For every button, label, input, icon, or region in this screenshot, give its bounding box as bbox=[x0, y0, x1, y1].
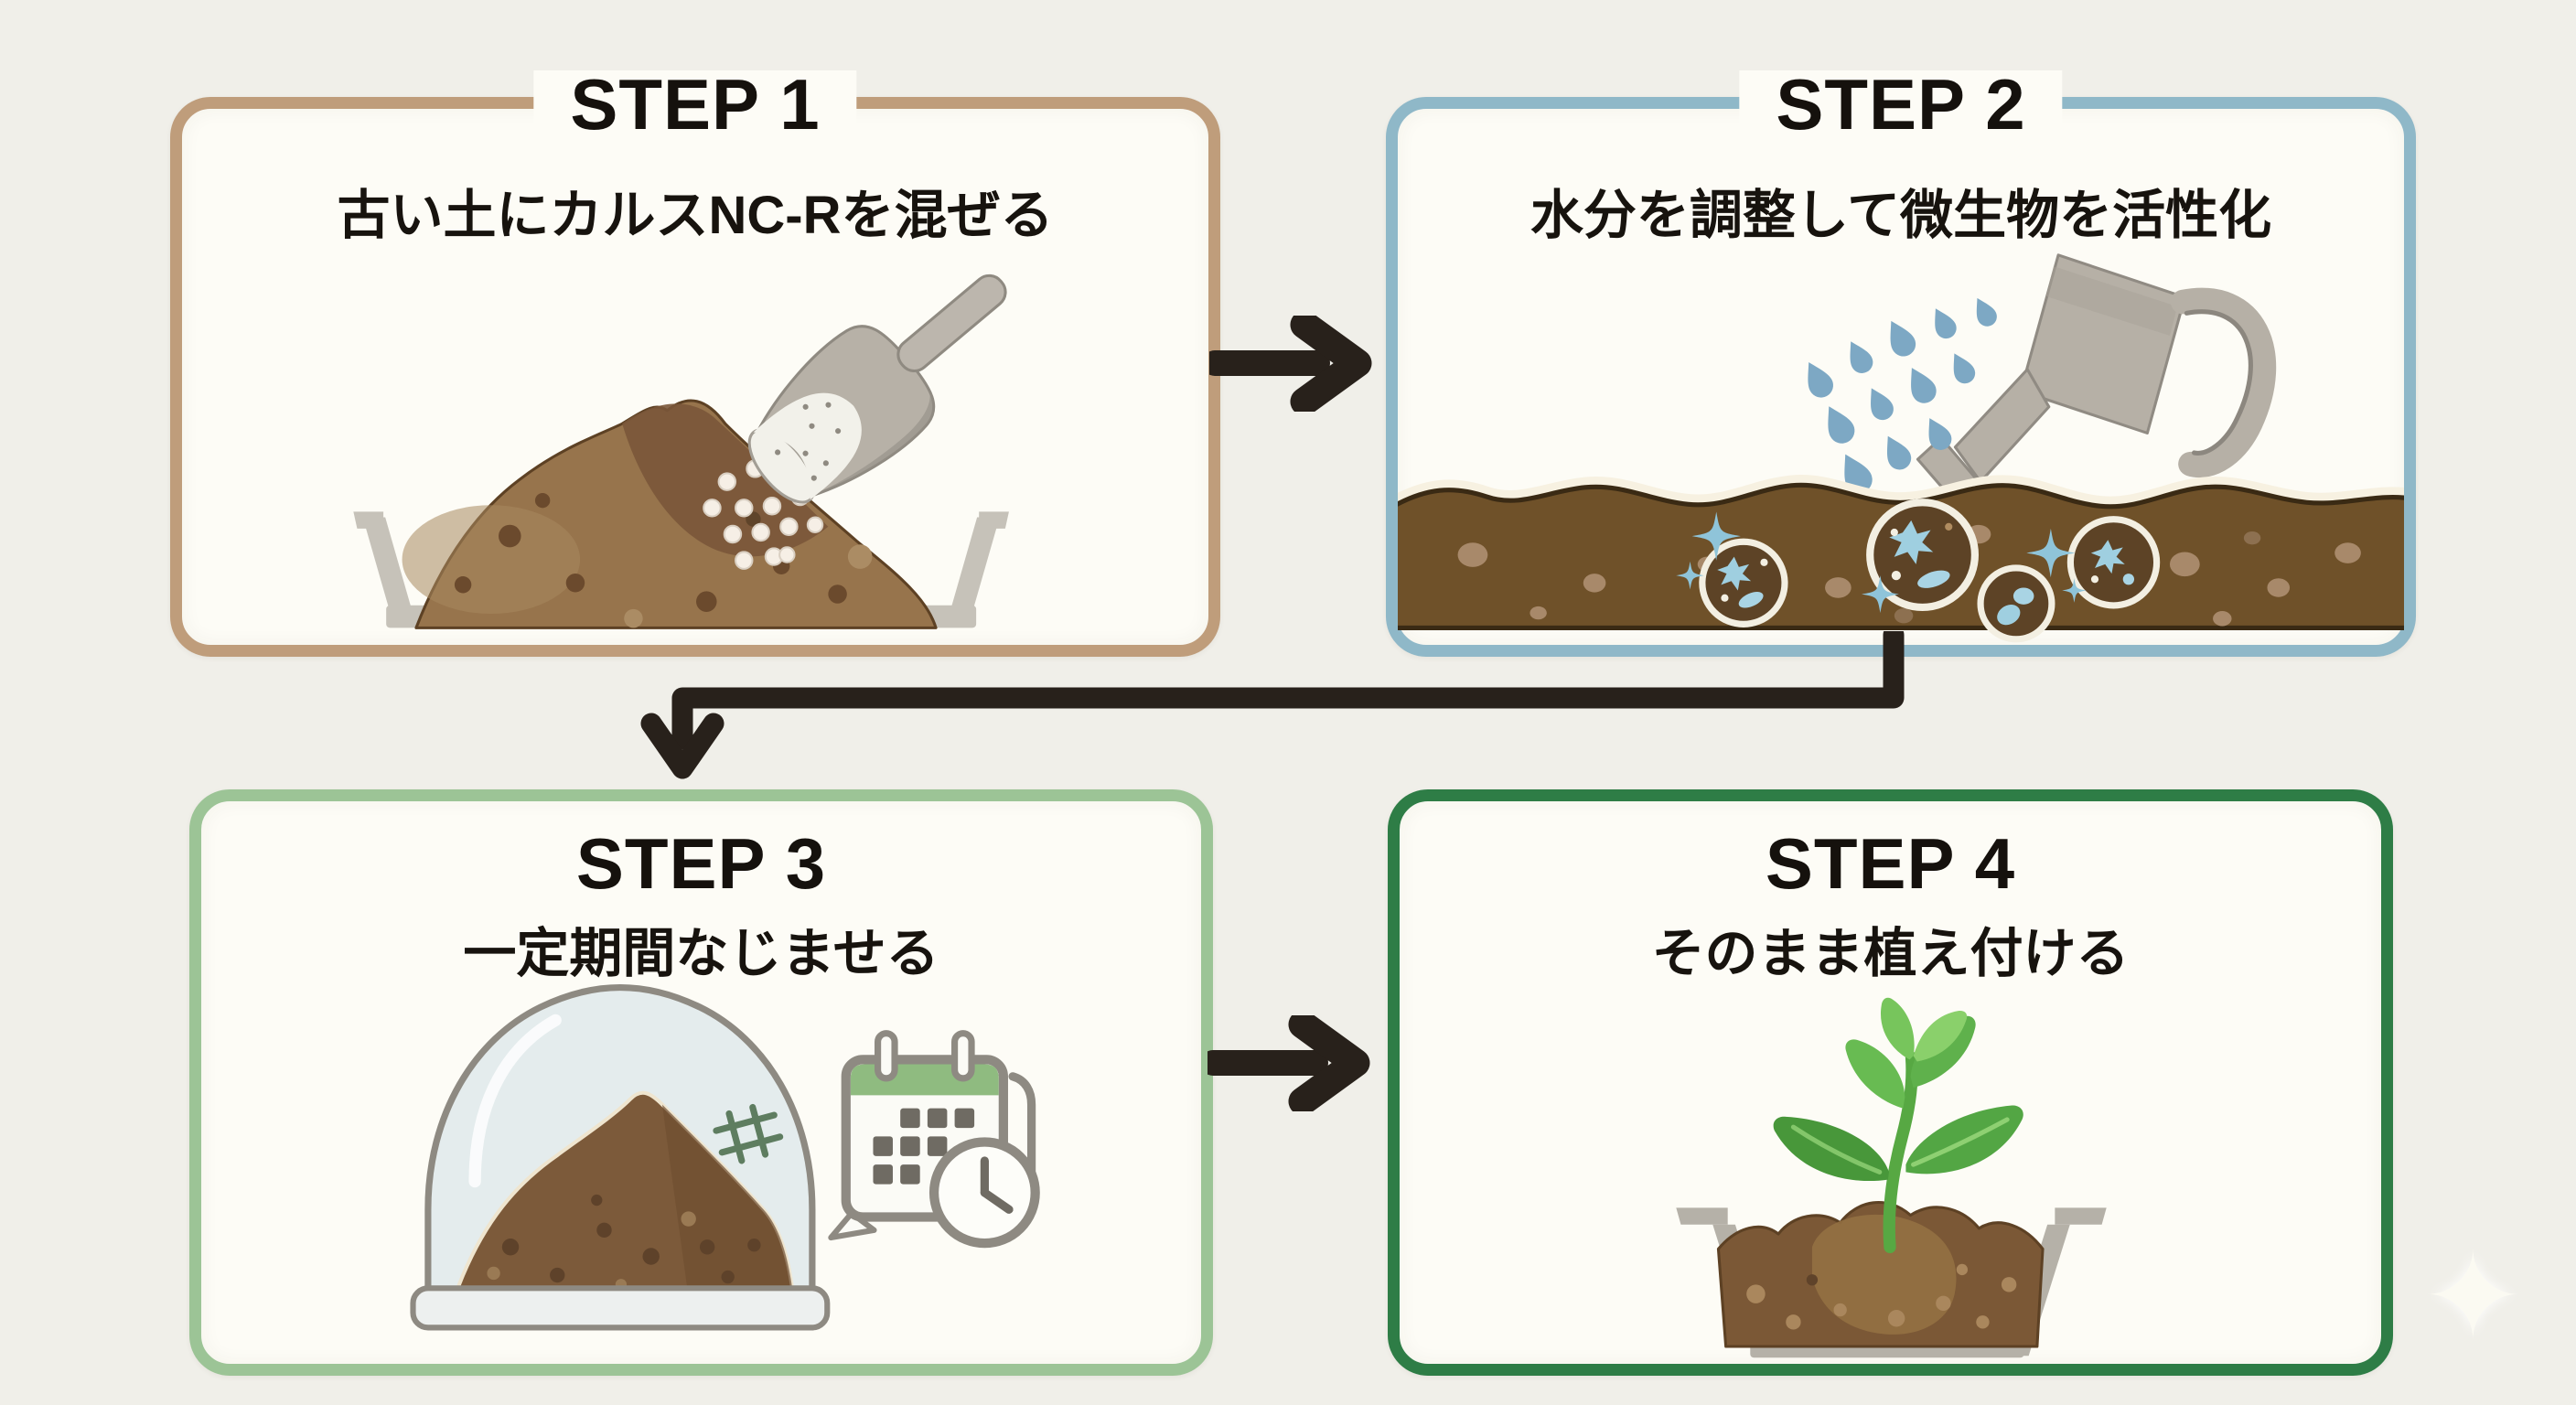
step1-title: STEP 1 bbox=[533, 69, 857, 140]
soil-dome-icon bbox=[410, 983, 831, 1331]
sparkle-icon: ✦ bbox=[2422, 1229, 2524, 1364]
seedling-icon bbox=[1773, 997, 2023, 1254]
sparkles-icon bbox=[1676, 511, 2087, 614]
arrow-step3-to-step4-icon bbox=[1208, 1015, 1370, 1111]
step3-box: STEP 3 一定期間なじませる bbox=[189, 789, 1213, 1376]
step1-box: STEP 1 古い土にカルスNC-Rを混ぜる bbox=[170, 69, 1220, 657]
calendar-icon bbox=[828, 1030, 1040, 1249]
step1-description: 古い土にカルスNC-Rを混ぜる bbox=[337, 186, 1054, 245]
microbe-circles-icon bbox=[1699, 499, 2161, 643]
calendar-grid bbox=[873, 1108, 975, 1185]
dome-covered-soil-with-calendar-clock-icon bbox=[410, 983, 1040, 1331]
arrow-step2-to-step3-icon bbox=[640, 631, 1905, 779]
arrow-step1-to-step2-icon bbox=[1209, 316, 1372, 412]
step4-description: そのまま植え付ける bbox=[1651, 924, 2130, 983]
step4-title: STEP 4 bbox=[1765, 823, 2016, 904]
scoop-icon bbox=[747, 273, 1007, 504]
clock-icon bbox=[928, 1137, 1040, 1249]
step4-box: STEP 4 そのまま植え付ける bbox=[1388, 789, 2393, 1376]
watering-can-icon bbox=[1916, 253, 2277, 509]
scoop-pouring-amendment-on-soil-mound-icon bbox=[353, 273, 1009, 629]
seedling-planted-in-pot-icon bbox=[1676, 997, 2107, 1358]
pot-soil-icon bbox=[1716, 1201, 2045, 1348]
step2-title: STEP 2 bbox=[1739, 69, 2063, 140]
step2-description: 水分を調整して微生物を活性化 bbox=[1530, 186, 2272, 245]
step2-box: STEP 2 水分を調整して微生物を活性化 bbox=[1386, 69, 2416, 657]
watering-can-over-soil-with-microbes-icon bbox=[1398, 253, 2404, 643]
step3-title: STEP 3 bbox=[575, 823, 827, 904]
hatch-mark-icon bbox=[713, 1103, 784, 1164]
step3-description: 一定期間なじませる bbox=[463, 924, 939, 983]
